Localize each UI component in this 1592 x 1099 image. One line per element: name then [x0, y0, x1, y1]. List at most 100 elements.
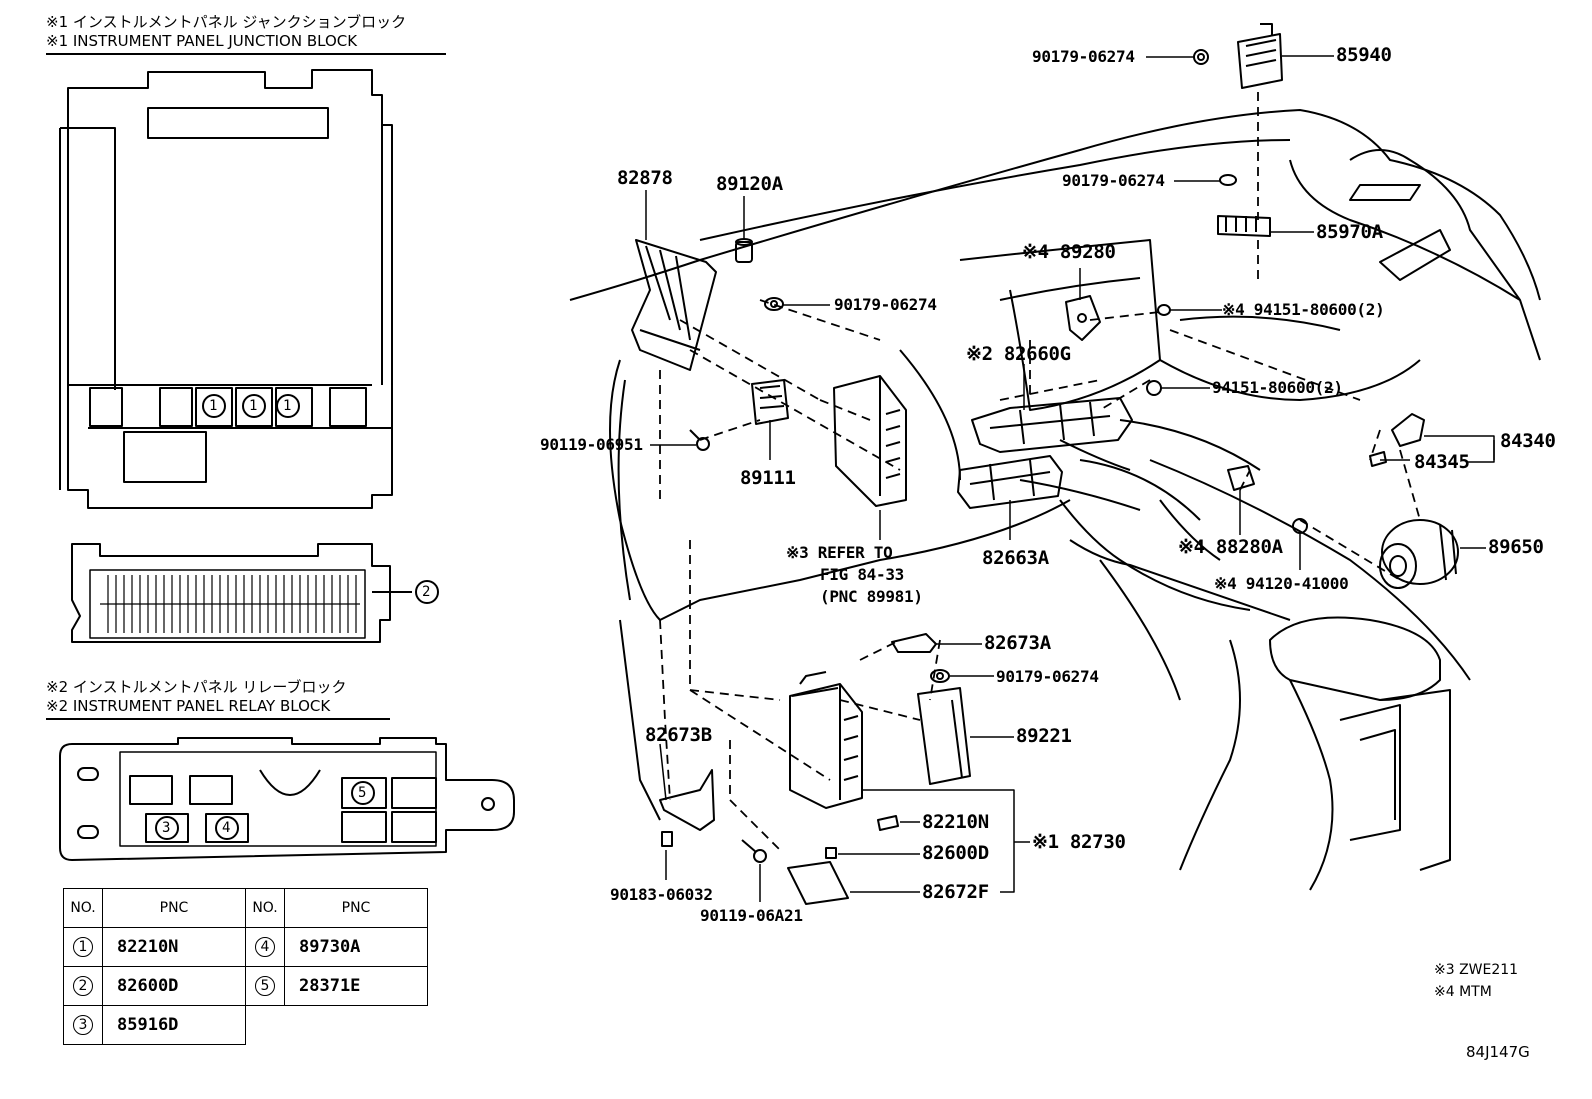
- col-pnc-header: PNC: [102, 888, 246, 928]
- relay-block-header-jp: ※2 インストルメントパネル リレーブロック: [46, 678, 347, 696]
- callout-89280: ※4 89280: [1022, 241, 1116, 263]
- row-pnc: 82600D: [102, 966, 246, 1006]
- callout-82600D: 82600D: [922, 842, 989, 864]
- refer-line-1: ※3 REFER TO: [786, 543, 893, 562]
- part-bolt-90119-06951: [689, 429, 710, 451]
- jb-marker-1c: 1: [283, 398, 292, 414]
- part-89221-drawing: [917, 687, 971, 785]
- part-nut-90179-d: [930, 669, 950, 683]
- junction-block-header-jp: ※1 インストルメントパネル ジャンクションブロック: [46, 13, 407, 31]
- row-pnc: 82210N: [102, 927, 246, 967]
- row-no-2: 5: [255, 976, 275, 996]
- callout-82210N: 82210N: [922, 811, 989, 833]
- part-89120A-drawing: [735, 238, 753, 263]
- part-bolt-90119-06A21: [741, 839, 767, 863]
- row-pnc-2: 28371E: [284, 966, 428, 1006]
- part-82660G-drawing: [971, 397, 1133, 453]
- junction-block-drawing: [59, 69, 393, 509]
- part-85970A-drawing: [1217, 215, 1271, 237]
- junction-block-header-underline: [46, 53, 446, 55]
- row-no: 2: [73, 976, 93, 996]
- relay-block-header-underline: [46, 718, 390, 720]
- part-nut-94120: [1292, 518, 1308, 534]
- rb-marker-3: 3: [162, 820, 171, 836]
- part-89650-drawing: [1379, 519, 1459, 589]
- col-no-header-2: NO.: [245, 888, 285, 928]
- col-no-header: NO.: [63, 888, 103, 928]
- callout-90183-06032: 90183-06032: [610, 885, 713, 904]
- callout-89221: 89221: [1016, 725, 1072, 747]
- part-89111-drawing: [751, 379, 789, 425]
- part-nut-94151-b: [1146, 380, 1162, 396]
- callout-89120A: 89120A: [716, 173, 783, 195]
- dashed-leaders: [659, 92, 1421, 851]
- callout-94151-80600-b: 94151-80600(2): [1212, 378, 1343, 397]
- col-pnc-header-2: PNC: [284, 888, 428, 928]
- callout-90179-06274-a: 90179-06274: [1032, 47, 1135, 66]
- callout-94151-80600-a: ※4 94151-80600(2): [1222, 300, 1385, 319]
- part-84345-drawing: [1369, 451, 1387, 467]
- part-82673A-drawing: [891, 633, 937, 653]
- part-82663A-drawing: [957, 455, 1063, 509]
- callout-82730: ※1 82730: [1032, 831, 1126, 853]
- row-pnc: 85916D: [102, 1005, 246, 1045]
- callout-90179-06274-d: 90179-06274: [996, 667, 1099, 686]
- table-row: 2 82600D 5 28371E: [63, 966, 428, 1006]
- callout-82672F: 82672F: [922, 881, 989, 903]
- callout-85940: 85940: [1336, 44, 1392, 66]
- callout-82660G: ※2 82660G: [966, 343, 1071, 365]
- part-90183-drawing: [661, 831, 673, 847]
- part-nut-90179-c: [764, 297, 784, 311]
- part-82210N-drawing: [877, 815, 899, 831]
- callout-90179-06274-c: 90179-06274: [834, 295, 937, 314]
- callout-82673A: 82673A: [984, 632, 1051, 654]
- part-84340-drawing: [1391, 413, 1425, 447]
- junction-block-header-en: ※1 INSTRUMENT PANEL JUNCTION BLOCK: [46, 32, 358, 50]
- callout-84340: 84340: [1500, 430, 1556, 452]
- table-row: 3 85916D: [63, 1005, 428, 1045]
- part-nut-94151-a: [1157, 304, 1171, 316]
- part-ecu-89981: [833, 375, 907, 507]
- part-89280-drawing: [1065, 295, 1101, 341]
- callout-88280A: ※4 88280A: [1178, 536, 1283, 558]
- callout-90119-06A21: 90119-06A21: [700, 906, 803, 925]
- part-88280A-drawing: [1227, 465, 1255, 491]
- row-no-2: 4: [255, 937, 275, 957]
- part-82673B-drawing: [659, 769, 715, 831]
- refer-line-3: (PNC 89981): [820, 587, 923, 606]
- callout-94120-41000: ※4 94120-41000: [1214, 574, 1349, 593]
- rb-marker-5: 5: [358, 785, 367, 801]
- note-zwe211: ※3 ZWE211: [1434, 962, 1519, 978]
- callout-90179-06274-b: 90179-06274: [1062, 171, 1165, 190]
- junction-block-markers: [202, 394, 300, 418]
- relay-block-drawing: [59, 737, 515, 861]
- callout-82878: 82878: [617, 167, 673, 189]
- callout-85970A: 85970A: [1316, 221, 1383, 243]
- jb-marker-1a: 1: [209, 398, 218, 414]
- callout-89111: 89111: [740, 467, 796, 489]
- part-nut-90179-b: [1219, 174, 1237, 186]
- callout-84345: 84345: [1414, 451, 1470, 473]
- table-row: 1 82210N 4 89730A: [63, 927, 428, 967]
- pnc-table: NO. PNC NO. PNC 1 82210N 4 89730A 2 8260…: [63, 888, 428, 1045]
- solid-leaders: [645, 55, 1495, 902]
- callout-89650: 89650: [1488, 536, 1544, 558]
- callout-82663A: 82663A: [982, 547, 1049, 569]
- part-85940-drawing: [1193, 23, 1283, 89]
- figure-code: 84J147G: [1466, 1043, 1530, 1061]
- table-header-row: NO. PNC NO. PNC: [63, 888, 428, 928]
- jb-side-marker-2: 2: [422, 584, 431, 600]
- part-82672F-drawing: [787, 861, 849, 905]
- note-mtm: ※4 MTM: [1434, 984, 1492, 1000]
- row-pnc-2: 89730A: [284, 927, 428, 967]
- callout-90119-06951: 90119-06951: [540, 435, 643, 454]
- callout-82673B: 82673B: [645, 724, 712, 746]
- row-no: 3: [73, 1015, 93, 1035]
- row-no: 1: [73, 937, 93, 957]
- part-82878-drawing: [631, 239, 717, 371]
- dashboard-outline: [569, 109, 1541, 891]
- jb-marker-1b: 1: [249, 398, 258, 414]
- junction-block-side-drawing: [71, 543, 439, 643]
- refer-line-2: FIG 84-33: [820, 565, 904, 584]
